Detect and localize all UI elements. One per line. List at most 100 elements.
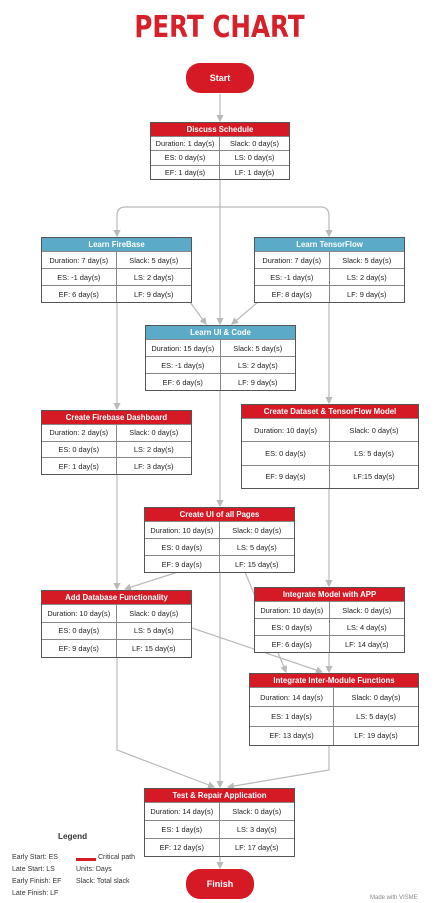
early-finish-cell: EF: 8 day(s) <box>255 285 330 302</box>
early-start-cell: ES: 0 day(s) <box>42 621 117 640</box>
legend-es: Early Start: ES <box>12 854 58 861</box>
late-finish-cell: LF: 1 day(s) <box>220 164 289 179</box>
edge-dbfunc-merge <box>116 657 216 789</box>
late-finish-cell: LF: 14 day(s) <box>329 635 404 652</box>
task-details: Duration: 10 day(s)Slack: 0 day(s)ES: 0 … <box>255 601 404 652</box>
duration-cell: Duration: 7 day(s) <box>42 251 117 268</box>
slack-cell: Slack: 5 day(s) <box>116 251 191 268</box>
late-start-cell: LS: 5 day(s) <box>330 441 418 464</box>
late-start-cell: LS: 4 day(s) <box>329 618 404 635</box>
legend-ls: Late Start: LS <box>12 866 55 873</box>
late-start-cell: LS: 3 day(s) <box>219 820 294 838</box>
late-finish-cell: LF: 9 day(s) <box>116 285 191 302</box>
late-finish-cell: LF: 17 day(s) <box>219 838 294 856</box>
legend-ef: Early Finish: EF <box>12 878 62 885</box>
legend-lf: Late Finish: LF <box>12 890 59 897</box>
task-header: Create Dataset & TensorFlow Model <box>242 405 418 418</box>
duration-cell: Duration: 10 day(s) <box>145 521 220 538</box>
task-header: Discuss Schedule <box>151 123 289 136</box>
early-start-cell: ES: 1 day(s) <box>250 706 334 726</box>
early-start-cell: ES: 0 day(s) <box>145 538 220 555</box>
page-title: PERT CHART <box>134 10 305 45</box>
late-finish-cell: LF: 3 day(s) <box>116 457 191 474</box>
critical-path-swatch <box>76 858 96 861</box>
late-start-cell: LS: 5 day(s) <box>334 706 418 725</box>
slack-cell: Slack: 0 day(s) <box>219 802 294 820</box>
task-details: Duration: 15 day(s)Slack: 5 day(s)ES: -1… <box>146 339 295 390</box>
late-start-cell: LS: 2 day(s) <box>329 268 404 285</box>
edge-split-firebase <box>113 206 220 238</box>
duration-cell: Duration: 1 day(s) <box>151 136 220 151</box>
task-header: Integrate Model with APP <box>255 588 404 601</box>
late-finish-cell: LF: 15 day(s) <box>219 555 294 572</box>
early-start-cell: ES: 1 day(s) <box>145 820 220 838</box>
task-details: Duration: 14 day(s)Slack: 0 day(s)ES: 1 … <box>145 802 294 856</box>
task-header: Test & Repair Application <box>145 789 294 802</box>
late-start-cell: LS: 5 day(s) <box>116 621 191 640</box>
edge-firebase-uicode <box>189 301 207 325</box>
task-details: Duration: 10 day(s)Slack: 0 day(s)ES: 0 … <box>42 604 191 657</box>
early-start-cell: ES: -1 day(s) <box>146 356 221 373</box>
early-finish-cell: EF: 1 day(s) <box>42 457 117 474</box>
task-details: Duration: 10 day(s)Slack: 0 day(s)ES: 0 … <box>145 521 294 572</box>
duration-cell: Duration: 10 day(s) <box>255 601 330 618</box>
edge-intermod-merge <box>226 745 330 790</box>
slack-cell: Slack: 0 day(s) <box>116 424 191 441</box>
late-start-cell: LS: 0 day(s) <box>220 150 289 164</box>
early-finish-cell: EF: 9 day(s) <box>242 464 330 488</box>
early-finish-cell: EF: 13 day(s) <box>250 725 334 745</box>
duration-cell: Duration: 10 day(s) <box>42 604 117 622</box>
duration-cell: Duration: 2 day(s) <box>42 424 117 441</box>
late-finish-cell: LF: 9 day(s) <box>220 373 295 390</box>
slack-cell: Slack: 0 day(s) <box>329 601 404 618</box>
edge-uipages-dbfunc <box>123 571 179 591</box>
duration-cell: Duration: 10 day(s) <box>242 418 330 442</box>
early-finish-cell: EF: 6 day(s) <box>255 635 330 652</box>
slack-cell: Slack: 0 day(s) <box>330 418 418 441</box>
task-details: Duration: 1 day(s)Slack: 0 day(s)ES: 0 d… <box>151 136 289 179</box>
task-header: Learn UI & Code <box>146 326 295 339</box>
finish-node: Finish <box>186 869 254 899</box>
early-start-cell: ES: 0 day(s) <box>151 150 220 165</box>
task-header: Create Firebase Dashboard <box>42 411 191 424</box>
task-details: Duration: 7 day(s)Slack: 5 day(s)ES: -1 … <box>255 251 404 302</box>
slack-cell: Slack: 0 day(s) <box>116 604 191 622</box>
task-details: Duration: 14 day(s)Slack: 0 day(s)ES: 1 … <box>250 687 418 745</box>
legend-units: Units: Days <box>76 866 112 873</box>
late-start-cell: LS: 5 day(s) <box>219 538 294 555</box>
task-header: Integrate Inter-Module Functions <box>250 674 418 687</box>
early-start-cell: ES: 0 day(s) <box>242 441 330 465</box>
duration-cell: Duration: 14 day(s) <box>145 802 220 820</box>
edge-split-tensorflow <box>220 206 333 238</box>
slack-cell: Slack: 0 day(s) <box>334 687 418 706</box>
slack-cell: Slack: 5 day(s) <box>329 251 404 268</box>
late-start-cell: LS: 2 day(s) <box>116 440 191 458</box>
task-details: Duration: 7 day(s)Slack: 5 day(s)ES: -1 … <box>42 251 191 302</box>
early-start-cell: ES: -1 day(s) <box>42 268 117 285</box>
early-finish-cell: EF: 9 day(s) <box>145 555 220 572</box>
early-start-cell: ES: 0 day(s) <box>255 618 330 635</box>
early-finish-cell: EF: 1 day(s) <box>151 164 220 179</box>
late-finish-cell: LF: 19 day(s) <box>334 725 418 745</box>
late-start-cell: LS: 2 day(s) <box>220 356 295 373</box>
slack-cell: Slack: 0 day(s) <box>220 136 289 150</box>
duration-cell: Duration: 15 day(s) <box>146 339 221 356</box>
task-header: Add Database Functionality <box>42 591 191 604</box>
duration-cell: Duration: 7 day(s) <box>255 251 330 268</box>
edge-tensorflow-uicode <box>231 301 259 325</box>
legend-title: Legend <box>58 832 88 841</box>
duration-cell: Duration: 14 day(s) <box>250 687 334 707</box>
task-header: Learn FireBase <box>42 238 191 251</box>
early-finish-cell: EF: 12 day(s) <box>145 838 220 856</box>
made-with-credit: Made with VISME <box>370 895 418 901</box>
late-finish-cell: LF: 15 day(s) <box>116 639 191 657</box>
late-finish-cell: LF:15 day(s) <box>330 464 418 488</box>
legend-critical-path: Critical path <box>98 854 135 861</box>
